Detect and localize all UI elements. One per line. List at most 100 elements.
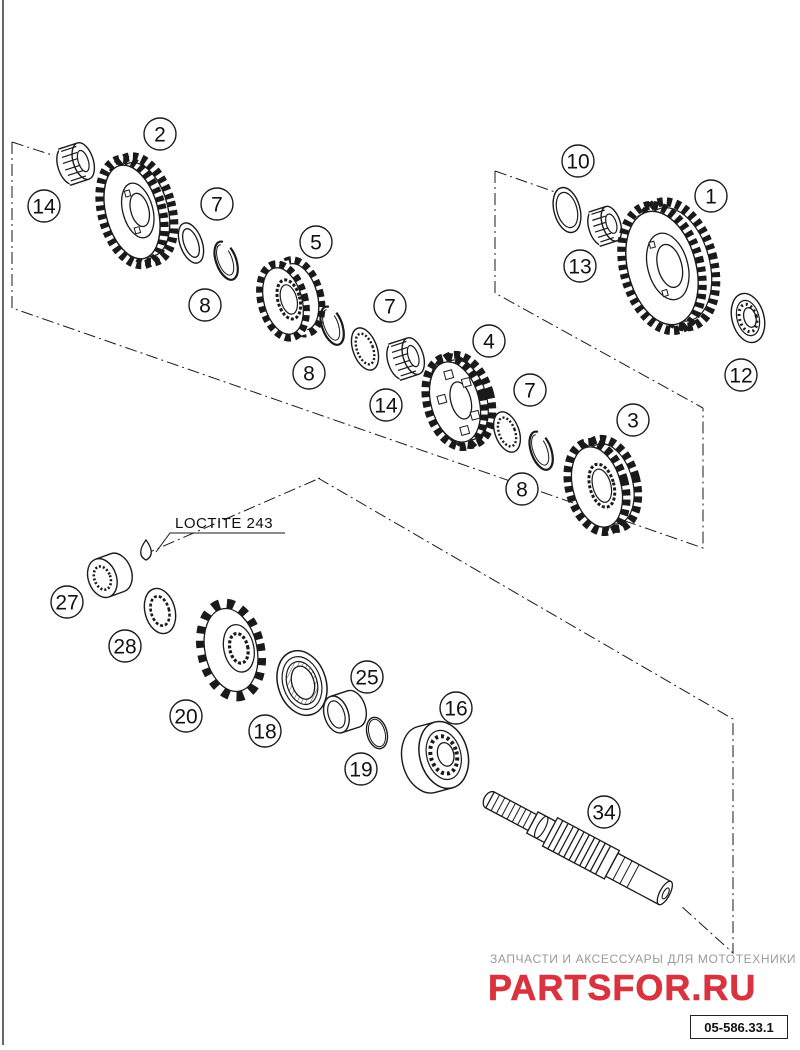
callout-number: 34 xyxy=(592,802,616,825)
callout-c18: 18 xyxy=(248,714,282,748)
callout-c28: 28 xyxy=(108,629,142,663)
part-28-lock-washer xyxy=(143,587,177,635)
callout-circle xyxy=(350,660,384,694)
callout-c8b: 8 xyxy=(292,356,326,390)
callout-number: 12 xyxy=(729,365,752,388)
callout-circle xyxy=(587,795,621,829)
part-7-washer xyxy=(177,222,205,264)
part-10-washer xyxy=(552,186,582,234)
callout-number: 7 xyxy=(384,296,396,319)
upper-gear-axis xyxy=(11,141,53,156)
part-25-spacer xyxy=(322,689,368,734)
callout-c4: 4 xyxy=(472,324,506,358)
gear1-subgroup-outline xyxy=(494,171,704,409)
left-loctite-leader xyxy=(142,477,321,556)
diagram-reference-number: 05-586.33.1 xyxy=(690,1015,788,1039)
callout-c7c: 7 xyxy=(513,373,547,407)
loctite-drop xyxy=(140,538,152,561)
part-3-gear xyxy=(563,434,643,537)
callout-circle xyxy=(27,189,61,223)
callout-circle xyxy=(344,752,378,786)
part-4-gear xyxy=(421,350,497,452)
callout-c27: 27 xyxy=(50,585,84,619)
watermark-tagline: ЗАПЧАСТИ И АКСЕССУАРЫ ДЛЯ МОТОТЕХНИКИ xyxy=(490,952,796,966)
part-5-gear xyxy=(256,256,326,342)
callout-circle xyxy=(561,144,595,178)
callout-circle xyxy=(616,403,650,437)
callout-c20: 20 xyxy=(169,699,203,733)
callout-circle xyxy=(248,714,282,748)
part-8-circlip xyxy=(213,240,239,281)
callout-number: 1 xyxy=(705,186,717,209)
upper-shaft-outline xyxy=(11,142,704,549)
callout-number: 19 xyxy=(349,759,372,782)
callout-c34: 34 xyxy=(587,795,621,829)
callout-circle xyxy=(472,324,506,358)
callout-number: 14 xyxy=(32,196,56,219)
callout-circle xyxy=(143,117,177,151)
callout-number: 8 xyxy=(516,479,528,502)
part-14-needle-bearing xyxy=(56,142,96,186)
callout-number: 5 xyxy=(310,232,322,255)
main-shaft-outline xyxy=(317,477,734,955)
callout-number: 4 xyxy=(483,331,495,354)
gear1-axis xyxy=(494,170,556,193)
callout-c19: 19 xyxy=(344,752,378,786)
callout-number: 8 xyxy=(199,295,211,318)
callout-c13: 13 xyxy=(563,249,597,283)
callout-circle xyxy=(200,187,234,221)
callout-circle xyxy=(50,585,84,619)
callout-number: 18 xyxy=(253,721,276,744)
part-8-circlip-2 xyxy=(319,305,345,346)
callout-c5: 5 xyxy=(299,225,333,259)
callout-c12: 12 xyxy=(724,358,758,392)
callout-c10: 10 xyxy=(561,144,595,178)
callout-number: 7 xyxy=(211,194,223,217)
callout-circle xyxy=(563,249,597,283)
callout-number: 8 xyxy=(303,363,315,386)
callout-number: 7 xyxy=(524,380,536,403)
callout-c14a: 14 xyxy=(27,189,61,223)
part-7-washer-2 xyxy=(350,327,380,371)
loctite-note: LOCTITE 243 xyxy=(175,515,273,532)
callout-circle xyxy=(505,472,539,506)
callout-circle xyxy=(292,356,326,390)
part-20-sprocket xyxy=(195,598,267,702)
callout-circle xyxy=(299,225,333,259)
part-13-needle-bearing xyxy=(587,205,623,248)
callout-circle xyxy=(513,373,547,407)
callout-number: 10 xyxy=(566,151,589,174)
callout-number: 27 xyxy=(55,592,78,615)
callout-c3: 3 xyxy=(616,403,650,437)
loctite-leader-line xyxy=(155,532,285,553)
callout-number: 14 xyxy=(374,395,398,418)
callout-c8a: 8 xyxy=(188,288,222,322)
callout-number: 25 xyxy=(355,667,378,690)
callout-circle xyxy=(169,699,203,733)
part-19-o-ring xyxy=(365,716,389,750)
callout-c14b: 14 xyxy=(369,388,403,422)
callout-number: 20 xyxy=(174,706,197,729)
callout-c7a: 7 xyxy=(200,187,234,221)
part-27-nut xyxy=(86,552,133,599)
part-14-needle-bearing-2 xyxy=(386,337,426,381)
callout-number: 2 xyxy=(154,124,166,147)
callout-number: 16 xyxy=(444,698,467,721)
callout-number: 3 xyxy=(627,410,639,433)
callout-circle xyxy=(439,691,473,725)
part-16-ball-bearing xyxy=(400,720,470,794)
callout-circle xyxy=(694,179,728,213)
part-2-gear xyxy=(95,152,179,270)
callout-circle xyxy=(373,289,407,323)
callout-number: 13 xyxy=(568,256,591,279)
part-7-washer-3 xyxy=(492,411,522,453)
part-12-ball-bearing xyxy=(730,292,766,344)
callout-c16: 16 xyxy=(439,691,473,725)
callout-c25: 25 xyxy=(350,660,384,694)
callout-c7b: 7 xyxy=(373,289,407,323)
assembly-lines xyxy=(11,141,734,955)
part-18-shaft-seal xyxy=(276,650,328,716)
